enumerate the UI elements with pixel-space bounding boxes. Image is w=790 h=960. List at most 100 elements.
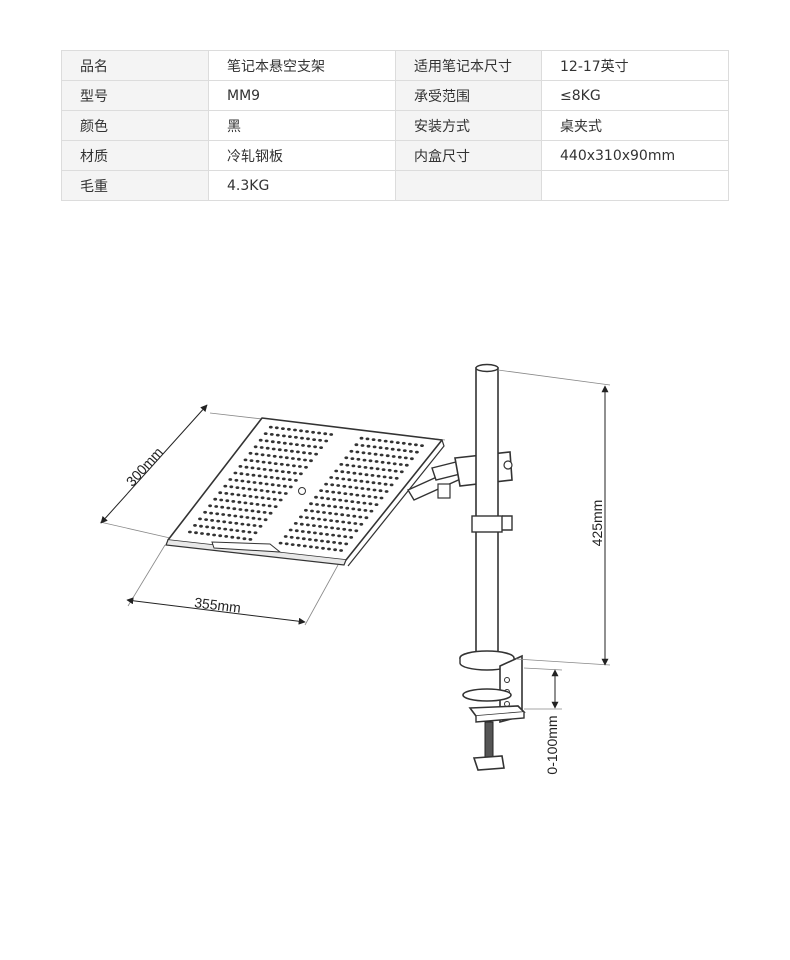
vent-hole	[365, 480, 370, 484]
dimension-pole-height: 425mm	[497, 369, 611, 666]
vent-hole	[204, 518, 209, 521]
vent-hole	[217, 527, 222, 530]
vent-hole	[325, 490, 329, 493]
vent-hole	[295, 443, 299, 446]
vent-hole	[401, 441, 406, 445]
vent-hole	[332, 498, 337, 501]
vent-hole	[298, 465, 302, 468]
vent-hole	[378, 489, 383, 493]
vent-hole	[268, 425, 273, 429]
vent-hole	[247, 530, 252, 534]
spec-label: 安装方式	[395, 110, 542, 141]
vent-hole	[275, 433, 280, 437]
vent-hole	[305, 430, 309, 433]
vent-hole	[246, 480, 251, 484]
vent-hole	[386, 461, 391, 465]
vent-hole	[302, 544, 307, 548]
vent-hole	[327, 504, 331, 508]
spec-label: 颜色	[61, 110, 209, 141]
vent-hole	[376, 474, 381, 478]
vent-hole	[342, 527, 347, 531]
vent-hole	[198, 517, 202, 521]
vent-hole	[227, 513, 232, 517]
vent-hole	[352, 514, 357, 518]
spec-value: 笔记本悬空支架	[208, 50, 396, 81]
vent-hole	[240, 479, 245, 483]
vent-hole	[332, 541, 336, 544]
vent-hole	[290, 449, 294, 453]
vent-hole	[308, 452, 312, 455]
vent-hole	[309, 502, 313, 506]
spec-value: 440x310x90mm	[541, 140, 729, 171]
vent-hole	[307, 444, 311, 448]
vent-hole	[229, 528, 234, 532]
vent-hole	[324, 482, 328, 486]
vent-hole	[331, 533, 335, 537]
vent-hole	[265, 489, 270, 493]
vent-hole	[276, 484, 281, 487]
vent-hole	[253, 488, 258, 492]
vent-hole	[354, 443, 359, 447]
vent-hole	[239, 472, 244, 476]
vent-hole	[261, 460, 266, 464]
vent-hole	[336, 527, 340, 530]
vent-hole	[238, 508, 243, 511]
vent-hole	[233, 471, 238, 475]
vent-hole	[268, 468, 273, 472]
vent-hole	[346, 471, 351, 474]
vent-hole	[362, 501, 367, 505]
spec-label: 适用笔记本尺寸	[395, 50, 542, 81]
vent-hole	[249, 502, 254, 505]
vent-hole	[242, 537, 247, 541]
vent-hole	[316, 510, 320, 514]
vent-hole	[251, 473, 256, 477]
vent-hole	[365, 437, 370, 441]
vent-hole	[287, 478, 292, 481]
table-row: 颜色 黑 安装方式 桌夹式	[61, 110, 729, 141]
vent-hole	[304, 508, 308, 512]
vent-hole	[219, 498, 224, 502]
spec-label	[395, 170, 542, 201]
vent-hole	[282, 434, 286, 438]
vent-hole	[295, 536, 300, 540]
vent-hole	[188, 530, 192, 534]
vent-hole	[235, 529, 240, 532]
vent-hole	[370, 474, 375, 477]
vent-hole	[267, 461, 272, 465]
vent-hole	[270, 440, 275, 444]
vent-hole	[250, 509, 255, 513]
vent-hole	[379, 496, 384, 500]
vent-hole	[234, 478, 239, 482]
vent-hole	[256, 467, 261, 470]
vent-hole	[211, 526, 216, 530]
vent-hole	[251, 516, 256, 520]
vent-hole	[246, 523, 251, 527]
vent-hole	[335, 519, 339, 523]
vent-hole	[360, 487, 365, 490]
vent-hole	[347, 478, 352, 482]
vent-hole	[303, 458, 307, 462]
vent-hole	[267, 504, 272, 508]
vent-hole	[299, 515, 303, 519]
vent-hole	[264, 482, 269, 486]
vent-hole	[384, 490, 389, 493]
vent-hole	[388, 476, 393, 479]
vent-hole	[345, 463, 350, 467]
vent-hole	[256, 510, 261, 514]
spec-value: 12-17英寸	[541, 50, 729, 81]
vent-hole	[293, 471, 297, 475]
vent-hole	[382, 475, 387, 479]
spec-value: 桌夹式	[541, 110, 729, 141]
vent-hole	[278, 498, 283, 502]
vent-hole	[254, 452, 259, 456]
vent-hole	[366, 487, 371, 491]
vent-hole	[290, 543, 295, 546]
vent-hole	[275, 476, 280, 480]
vent-hole	[325, 533, 329, 536]
vent-hole	[248, 495, 253, 498]
vent-hole	[327, 547, 331, 551]
vent-hole	[385, 454, 390, 458]
vent-hole	[252, 524, 257, 527]
vent-hole	[222, 520, 227, 524]
vent-hole	[410, 457, 414, 461]
